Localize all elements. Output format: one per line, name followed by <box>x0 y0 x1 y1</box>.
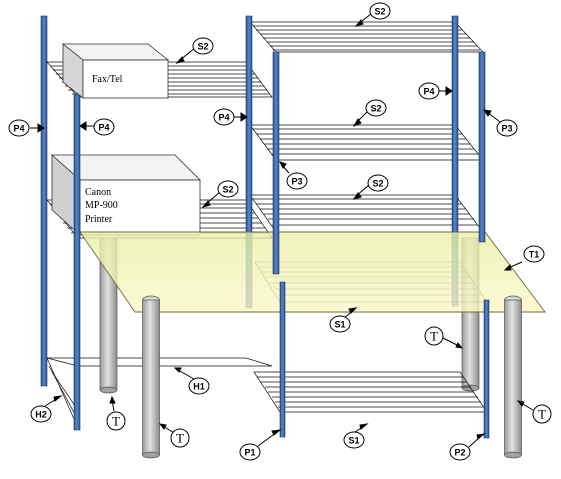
badge-s1-bottom-text: S1 <box>348 436 359 446</box>
fax-label: Fax/Tel <box>92 74 123 85</box>
badge-p3-middle: P3 <box>286 172 308 190</box>
badge-p4-middle-text: P4 <box>218 113 229 123</box>
badge-t-center: T <box>170 428 190 448</box>
badge-s2-left-lower: S2 <box>217 180 239 198</box>
badge-p3-right: P3 <box>496 119 518 137</box>
badge-h1: H1 <box>188 377 210 395</box>
printer-device: Canon MP-900 Printer <box>50 154 201 236</box>
badge-s1-table: S1 <box>329 315 351 333</box>
frame-h1-h2 <box>46 357 273 429</box>
table-leg-left-front <box>142 295 160 459</box>
badge-t-right-inner-text: T <box>430 329 438 344</box>
badge-s2-right-middle-text: S2 <box>372 179 383 189</box>
badge-h2-text: H2 <box>35 410 47 420</box>
pole-p3-right <box>478 51 486 243</box>
fax-device: Fax/Tel <box>61 43 170 99</box>
badge-p4-left-front: P4 <box>93 118 115 136</box>
badge-s1-table-text: S1 <box>334 320 345 330</box>
badge-s1-bottom: S1 <box>343 431 365 449</box>
badge-s2-right-upper-text: S2 <box>370 104 381 114</box>
badge-p3-middle-text: P3 <box>291 177 302 187</box>
badge-s2-top-text: S2 <box>374 7 385 17</box>
shelf-s2-right-middle <box>249 194 484 233</box>
table-leg-right-front <box>504 295 522 459</box>
printer-label-brand: Canon <box>85 187 111 198</box>
badge-p4-far-left-text: P4 <box>13 124 24 134</box>
badge-s2-right-middle: S2 <box>367 174 389 192</box>
badge-p1: P1 <box>239 443 261 461</box>
badge-t-right: T <box>532 404 552 424</box>
badge-t-left-text: T <box>112 414 120 429</box>
badge-s2-left-upper-text: S2 <box>197 42 208 52</box>
pole-p3-middle <box>272 51 280 275</box>
pole-p4-front-left <box>73 94 81 431</box>
pole-p2 <box>483 299 490 439</box>
badge-t1: T1 <box>523 245 545 263</box>
badge-s2-right-upper: S2 <box>365 99 387 117</box>
pole-p1 <box>279 281 286 438</box>
badge-s2-top: S2 <box>369 2 391 20</box>
table-top-t1 <box>79 231 546 313</box>
callout-arrows <box>30 13 534 448</box>
printer-label-type: Printer <box>85 214 113 225</box>
badge-p3-right-text: P3 <box>501 124 512 134</box>
printer-label-model: MP-900 <box>85 200 118 211</box>
badge-s2-left-lower-text: S2 <box>222 185 233 195</box>
badge-s2-left-upper: S2 <box>192 37 214 55</box>
badge-p2: P2 <box>449 443 471 461</box>
badge-p4-right-text: P4 <box>423 87 434 97</box>
badge-p2-text: P2 <box>454 448 465 458</box>
badge-p4-left-front-text: P4 <box>98 123 109 133</box>
badge-t1-text: T1 <box>529 250 540 260</box>
badge-p4-far-left: P4 <box>8 119 30 137</box>
badge-t-right-inner: T <box>424 326 444 346</box>
badge-t-center-text: T <box>176 431 184 446</box>
shelf-s1-bottom <box>253 371 488 413</box>
badge-p1-text: P1 <box>244 448 255 458</box>
badge-p4-middle: P4 <box>213 108 235 126</box>
badge-h2: H2 <box>30 405 52 423</box>
badge-p4-right: P4 <box>418 82 440 100</box>
badge-h1-text: H1 <box>193 382 205 392</box>
badge-t-right-text: T <box>538 407 546 422</box>
shelf-s2-right-upper <box>249 124 484 161</box>
badge-t-left: T <box>106 411 126 431</box>
pole-p4-back-left <box>40 15 48 387</box>
shelf-s2-top <box>249 21 484 53</box>
